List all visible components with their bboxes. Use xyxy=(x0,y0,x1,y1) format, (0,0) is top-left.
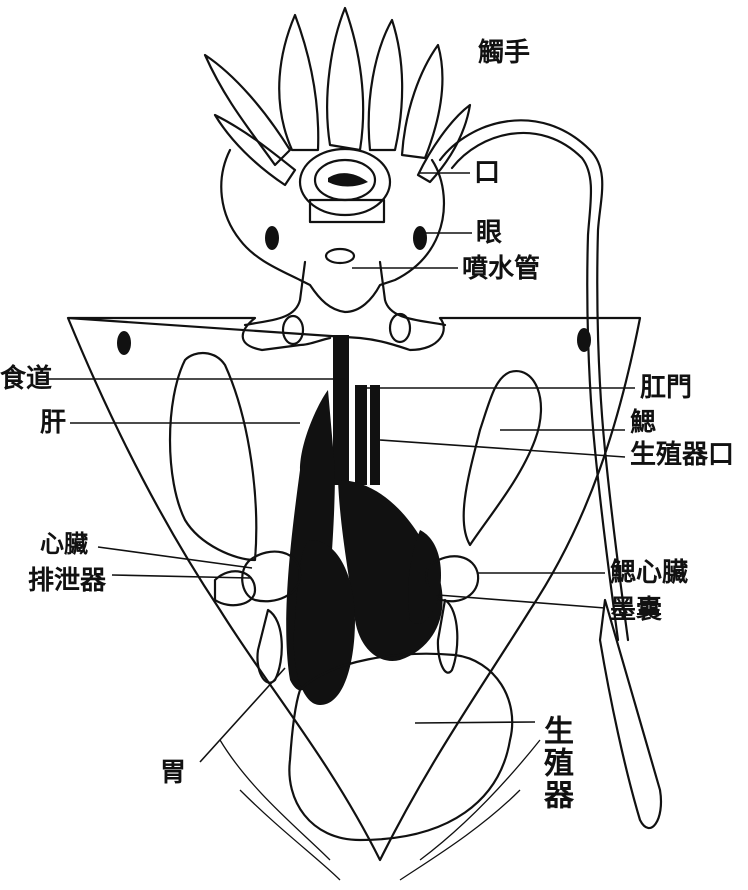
label-genital-pore: 生殖器口 xyxy=(630,442,734,468)
label-heart: 心臟 xyxy=(40,532,88,556)
arm-3 xyxy=(369,20,402,150)
arm-1 xyxy=(279,15,318,150)
label-mouth: 口 xyxy=(474,160,500,186)
label-stomach: 胃 xyxy=(160,760,186,786)
eye-left xyxy=(265,226,279,250)
arm-7 xyxy=(418,105,470,182)
label-esophagus: 食道 xyxy=(0,366,52,392)
label-gill: 鰓 xyxy=(630,410,656,436)
label-ink-sac: 墨囊 xyxy=(610,597,662,623)
label-anus: 肛門 xyxy=(640,375,692,401)
funnel xyxy=(245,249,445,344)
label-eye: 眼 xyxy=(476,220,502,246)
head-outline xyxy=(221,150,444,312)
arm-5 xyxy=(205,55,290,165)
viscera xyxy=(286,335,442,705)
label-excretory-organ: 排泄器 xyxy=(28,568,106,594)
label-gonad: 生殖器 xyxy=(540,715,570,811)
stomach xyxy=(294,540,355,705)
esophagus-tube xyxy=(333,335,349,485)
rectum-tube xyxy=(355,385,367,485)
label-branchial-heart: 鰓心臟 xyxy=(610,560,688,586)
label-tentacles: 觸手 xyxy=(478,40,530,66)
buccal-mass xyxy=(300,149,390,222)
label-liver: 肝 xyxy=(40,410,66,436)
tentacle-club xyxy=(600,600,661,828)
eye-right xyxy=(413,226,427,250)
arm-2 xyxy=(327,8,363,150)
label-funnel: 噴水管 xyxy=(462,256,540,282)
